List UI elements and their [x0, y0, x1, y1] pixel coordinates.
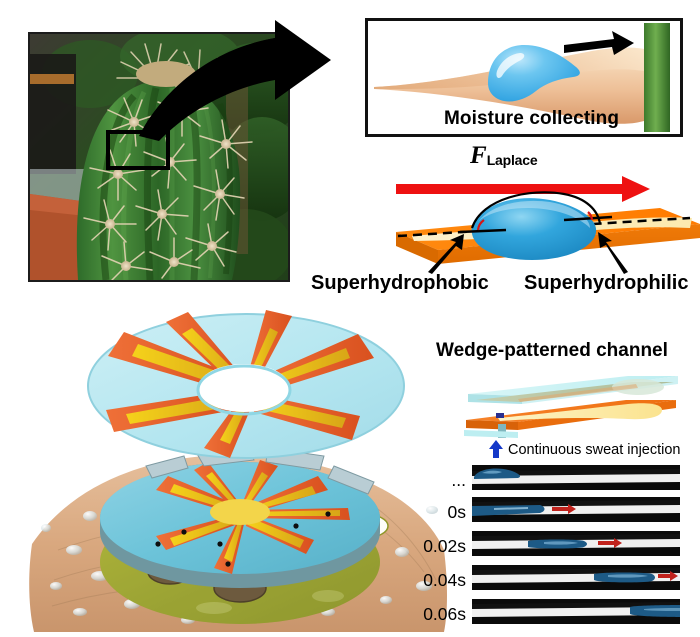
force-symbol-F: F — [470, 142, 487, 169]
frame-time-label-0: ... — [451, 470, 466, 490]
wedge-patterned-cover — [87, 310, 405, 459]
superhydrophobic-label: Superhydrophobic — [311, 272, 489, 294]
frame-strip-1 — [472, 497, 680, 522]
frame-time-label-2: 0.02s — [423, 536, 466, 556]
sweat-injection-arrow-icon — [489, 440, 503, 458]
microfluidic-disc-layer — [100, 445, 380, 588]
laplace-force-symbol: FLaplace — [470, 142, 538, 170]
frame-strip-2 — [472, 531, 680, 556]
frame-strip-0 — [472, 465, 680, 490]
moisture-collecting-panel — [365, 18, 683, 137]
moisture-collecting-artwork — [368, 21, 680, 134]
frame-time-label-1: 0s — [447, 502, 466, 522]
laplace-diagram — [396, 176, 700, 274]
moisture-collecting-caption: Moisture collecting — [444, 108, 620, 129]
zoom-callout-arrow — [139, 20, 331, 141]
frame-time-label-3: 0.04s — [423, 570, 466, 590]
wearable-device-illustration — [29, 310, 447, 632]
superhydrophilic-label: Superhydrophilic — [524, 272, 689, 294]
sweat-injection-label: Continuous sweat injection — [508, 442, 681, 458]
wedge-channel-title: Wedge-patterned channel — [436, 340, 668, 361]
frame-strip-4 — [472, 599, 680, 624]
wedge-channel-schematic — [464, 376, 678, 438]
frame-time-label-4: 0.06s — [423, 604, 466, 624]
force-subscript: Laplace — [486, 152, 538, 168]
frame-strip-3 — [472, 565, 680, 590]
